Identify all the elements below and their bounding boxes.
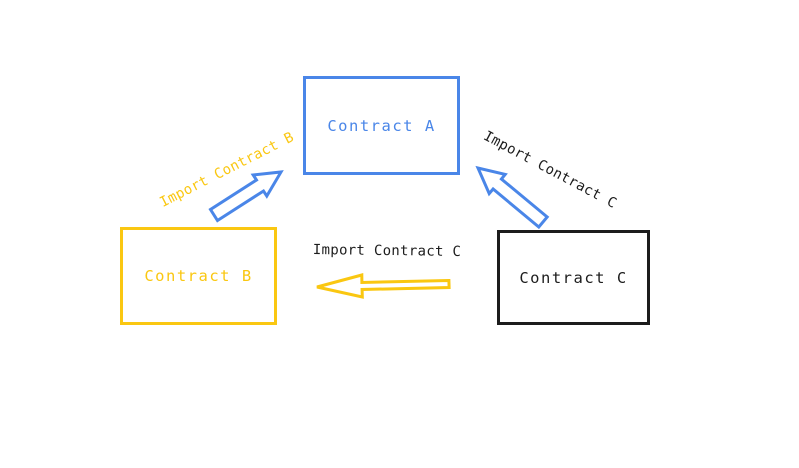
node-contract-c-label: Contract C bbox=[519, 268, 628, 287]
node-contract-c: Contract C bbox=[497, 230, 650, 325]
arrow-b-to-a bbox=[208, 170, 284, 223]
node-contract-b-label: Contract B bbox=[144, 267, 253, 285]
node-contract-a: Contract A bbox=[303, 76, 460, 175]
arrow-c-to-a bbox=[475, 165, 550, 230]
edge-label-import-contract-c-horizontal: Import Contract C bbox=[312, 241, 462, 261]
node-contract-b: Contract B bbox=[120, 227, 277, 325]
node-contract-a-label: Contract A bbox=[327, 116, 436, 135]
arrow-c-to-b bbox=[316, 273, 451, 299]
